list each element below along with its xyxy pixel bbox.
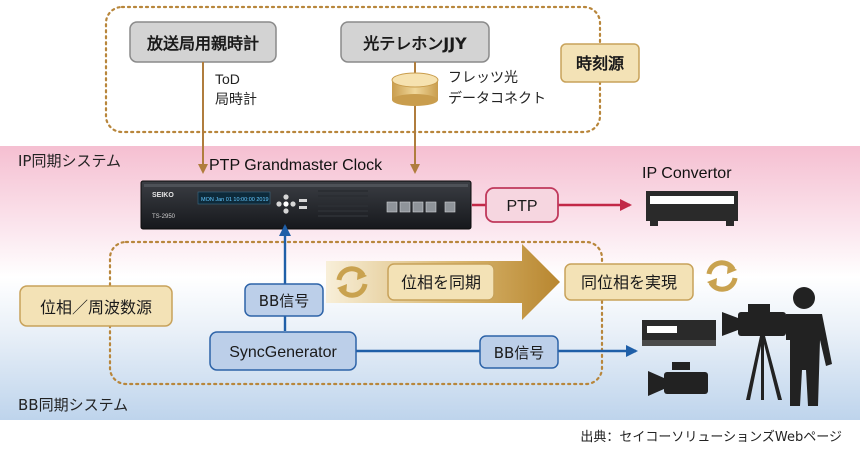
hikari-telephone-jjy-label: 光テレホンJJY: [362, 34, 467, 53]
phase-sync-box: [387, 263, 495, 301]
realize-same-phase-label: 同位相を実現: [581, 273, 677, 292]
bb-signal-right-label: BB信号: [494, 344, 545, 362]
device-vent-grille: [318, 190, 368, 217]
phase-freq-source-box: [19, 285, 173, 327]
tod-label: ToD: [215, 71, 240, 87]
time-source-box: [560, 43, 640, 83]
video-camera-icon: [648, 362, 708, 396]
bb-signal-up-label: BB信号: [259, 292, 310, 310]
sync-generator-label: SyncGenerator: [229, 344, 337, 361]
grandmaster-title: PTP Grandmaster Clock: [209, 157, 383, 174]
device-display: MON Jan 01 10:00:00 2019: [201, 197, 269, 203]
sync-generator-box: [209, 331, 357, 371]
ip-convertor-label: IP Convertor: [642, 165, 732, 182]
antenna-cylinder-icon: [391, 72, 439, 106]
ptp-label: PTP: [506, 198, 537, 215]
device-model: TS-2950: [152, 214, 176, 220]
bb-signal-right-box: [479, 335, 559, 369]
phase-freq-source-label: 位相／周波数源: [40, 298, 152, 317]
ip-system-title: IP同期システム: [18, 152, 121, 170]
monitor-device-icon: [642, 320, 716, 346]
realize-same-phase-box: [564, 263, 694, 301]
rotate-arrows-icon-right: [706, 260, 738, 292]
phase-sync-label: 位相を同期: [401, 273, 481, 292]
station-clock-label: 局時計: [215, 92, 257, 108]
rotate-arrows-icon: [336, 266, 368, 298]
flets-label: フレッツ光: [448, 70, 518, 86]
ethernet-ports-icon: [386, 201, 456, 213]
bb-signal-up-box: [244, 283, 324, 317]
time-source-label: 時刻源: [576, 54, 624, 73]
ptp-box: [485, 187, 559, 223]
broadcast-master-clock-label: 放送局用親時計: [146, 34, 259, 53]
source-credit: 出典：セイコーソリューションズWebページ: [580, 429, 842, 445]
ptp-grandmaster-device: SEIKO TS-2950 MON Jan 01 10:00:00 2019: [140, 180, 472, 230]
bb-system-title: BB同期システム: [18, 396, 128, 414]
ip-convertor-device-icon: [646, 191, 738, 226]
tripod-camera-operator-icon: [722, 287, 832, 406]
data-connect-label: データコネクト: [448, 90, 546, 107]
device-brand: SEIKO: [152, 192, 174, 199]
navigation-buttons-icon: [276, 194, 307, 214]
